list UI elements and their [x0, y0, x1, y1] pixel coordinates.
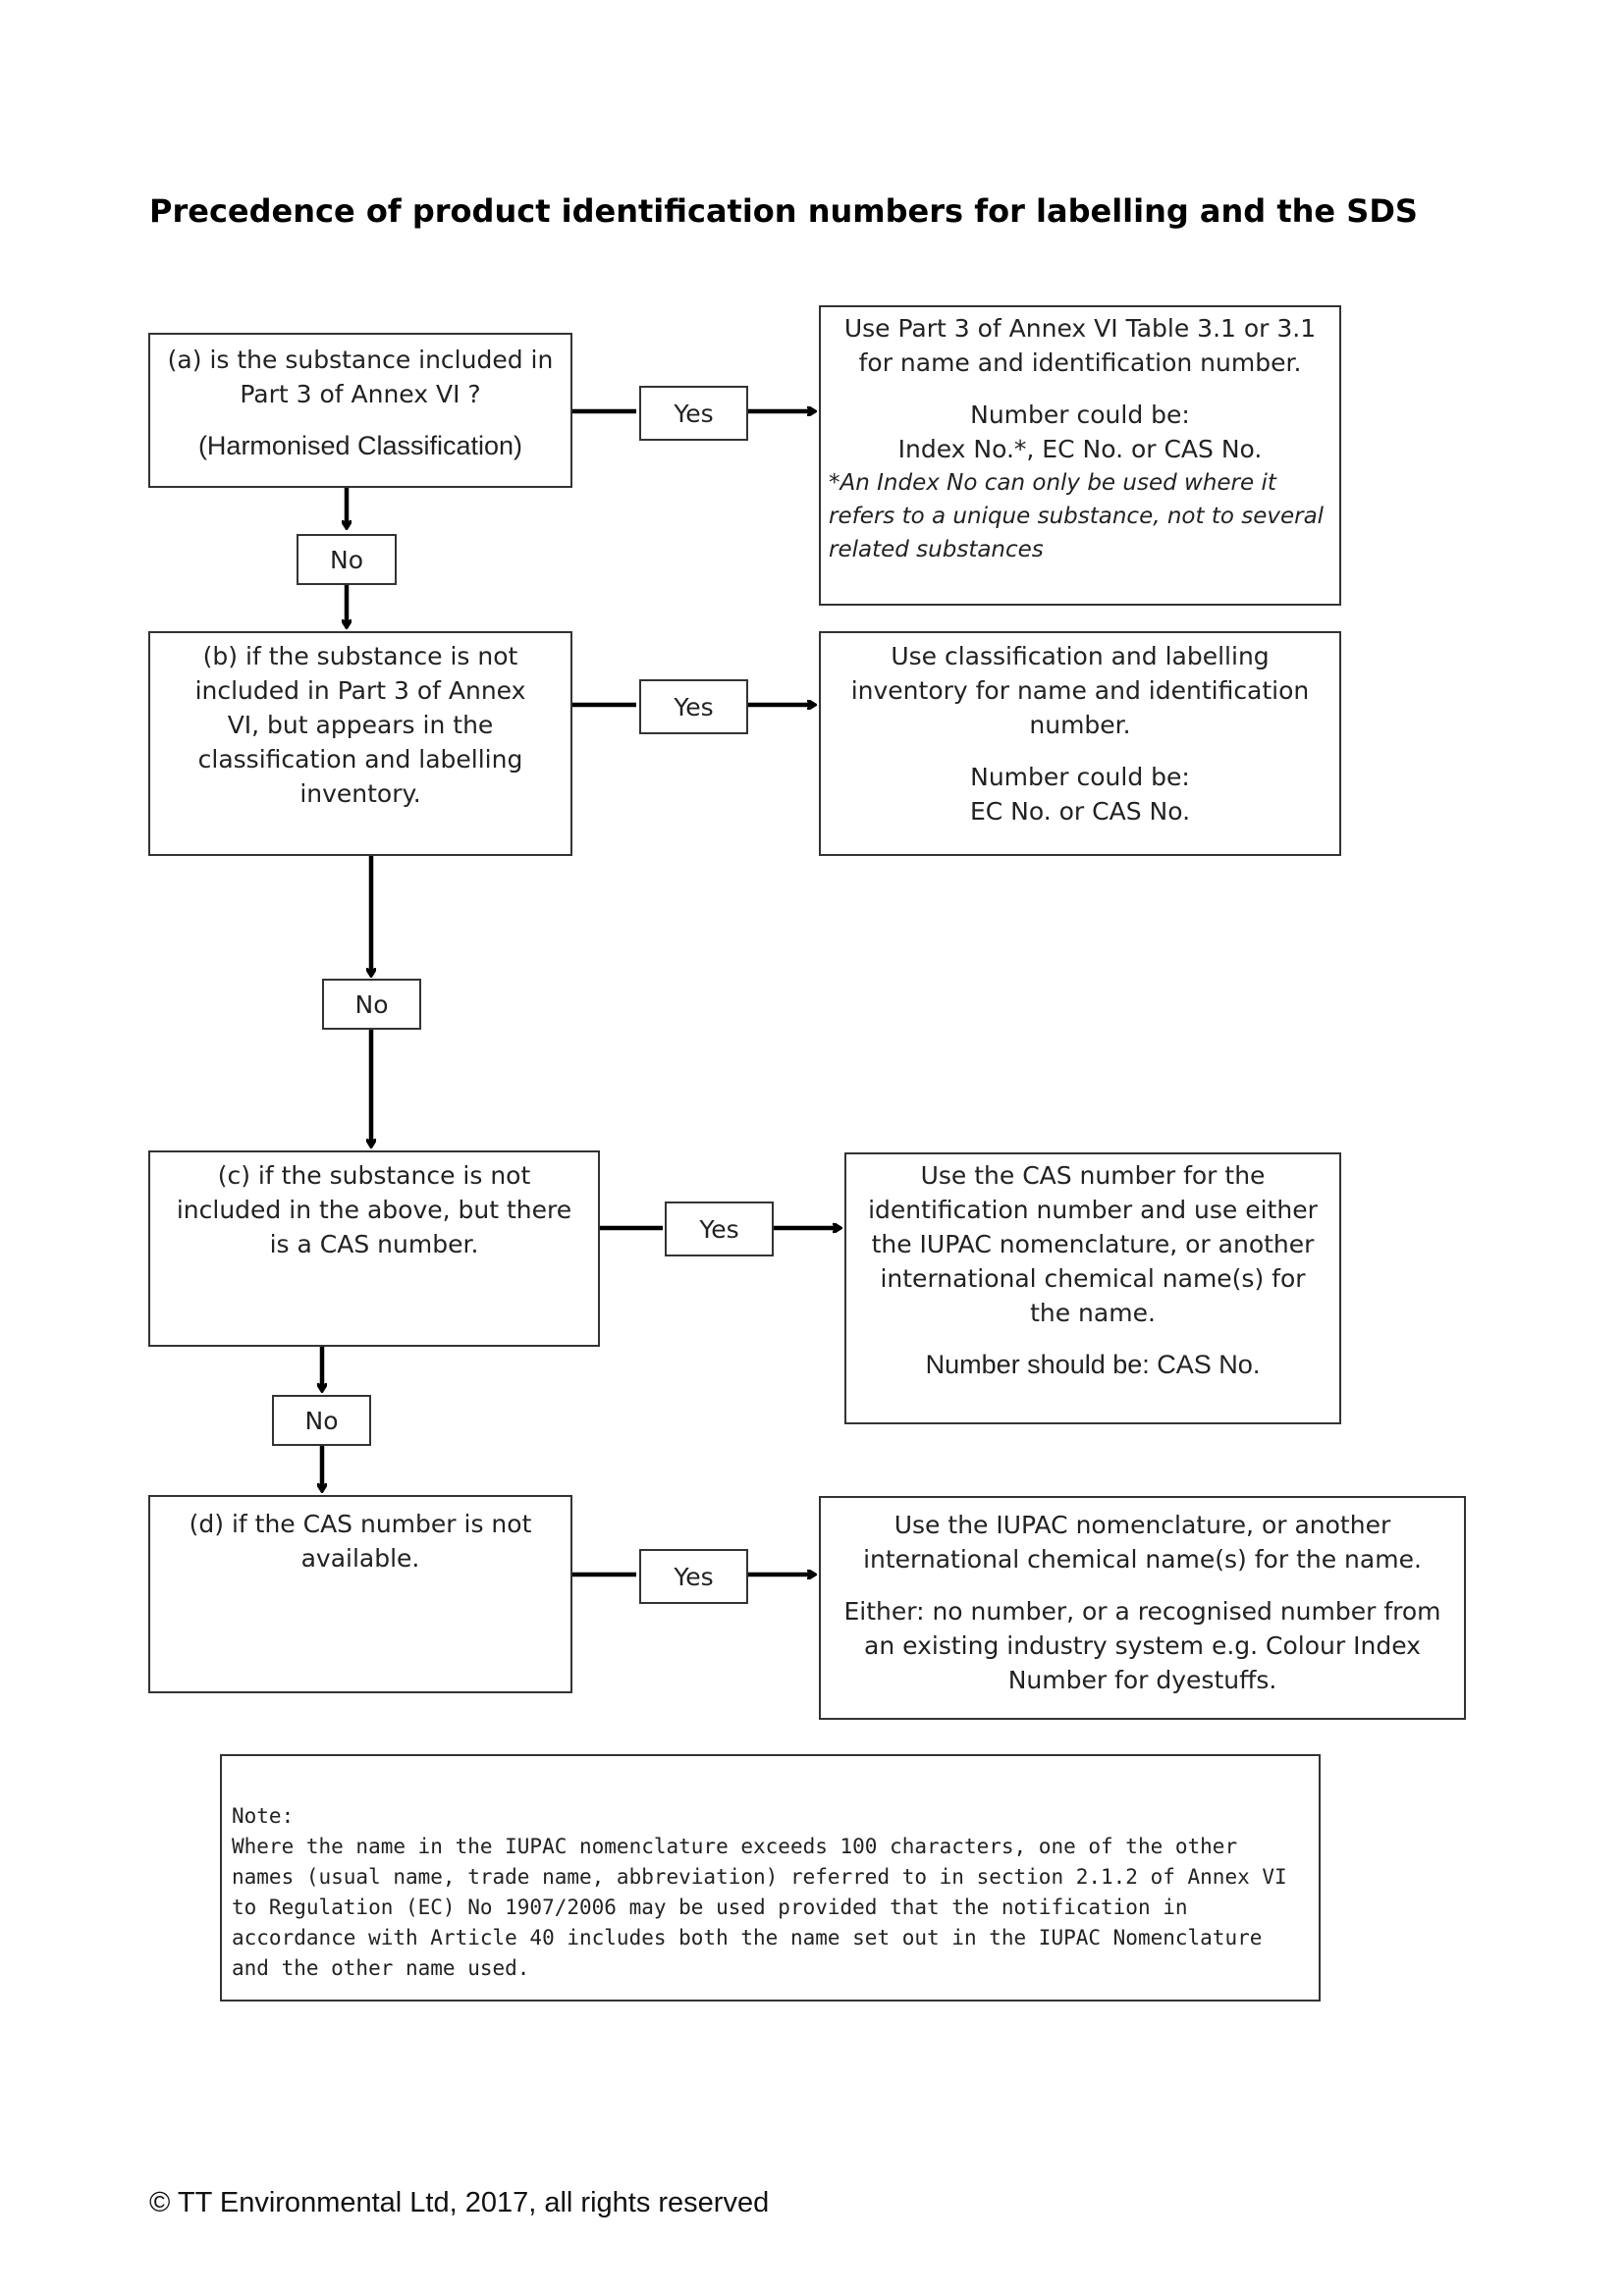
question-a-text: (a) is the substance included in Part 3 … [167, 346, 554, 408]
outcome-d-text: Use the IUPAC nomenclature, or another i… [863, 1511, 1422, 1574]
outcome-a-text: Use Part 3 of Annex VI Table 3.1 or 3.1 … [843, 314, 1317, 377]
question-b-box: (b) if the substance is not included in … [148, 631, 572, 856]
outcome-d-number: Either: no number, or a recognised numbe… [843, 1597, 1441, 1694]
outcome-c-box: Use the CAS number for the identificatio… [844, 1152, 1341, 1424]
outcome-b-number-label: Number could be: [970, 763, 1190, 791]
no-label-b: No [322, 979, 421, 1030]
yes-label-c: Yes [665, 1201, 774, 1256]
copyright-footer: © TT Environmental Ltd, 2017, all rights… [149, 2187, 770, 2218]
question-c-text: (c) if the substance is not included in … [176, 1161, 572, 1258]
question-d-box: (d) if the CAS number is not available. [148, 1495, 572, 1693]
question-a-box: (a) is the substance included in Part 3 … [148, 333, 572, 488]
outcome-b-box: Use classification and labelling invento… [819, 631, 1341, 856]
outcome-a-footnote: *An Index No can only be used where it r… [829, 470, 1325, 562]
outcome-a-number-values: Index No.*, EC No. or CAS No. [897, 435, 1263, 463]
yes-label-d: Yes [639, 1549, 748, 1604]
no-label-a: No [297, 534, 397, 585]
page-title: Precedence of product identification num… [149, 192, 1418, 230]
note-heading: Note: [232, 1804, 295, 1828]
question-a-subtext: (Harmonised Classification) [197, 431, 523, 460]
note-box: Note: Where the name in the IUPAC nomenc… [220, 1754, 1321, 2002]
question-b-text: (b) if the substance is not included in … [194, 642, 526, 808]
yes-label-a: Yes [639, 386, 748, 441]
outcome-a-number-label: Number could be: [970, 400, 1190, 429]
note-text: Where the name in the IUPAC nomenclature… [232, 1835, 1287, 1980]
question-c-box: (c) if the substance is not included in … [148, 1150, 600, 1347]
outcome-b-number-values: EC No. or CAS No. [969, 797, 1191, 826]
outcome-a-box: Use Part 3 of Annex VI Table 3.1 or 3.1 … [819, 305, 1341, 606]
outcome-b-text: Use classification and labelling invento… [850, 642, 1310, 739]
outcome-c-number: Number should be: CAS No. [925, 1350, 1261, 1379]
yes-label-b: Yes [639, 679, 748, 734]
no-label-c: No [272, 1395, 371, 1446]
outcome-c-text: Use the CAS number for the identificatio… [868, 1161, 1318, 1327]
outcome-d-box: Use the IUPAC nomenclature, or another i… [819, 1496, 1466, 1720]
question-d-text: (d) if the CAS number is not available. [189, 1510, 532, 1573]
